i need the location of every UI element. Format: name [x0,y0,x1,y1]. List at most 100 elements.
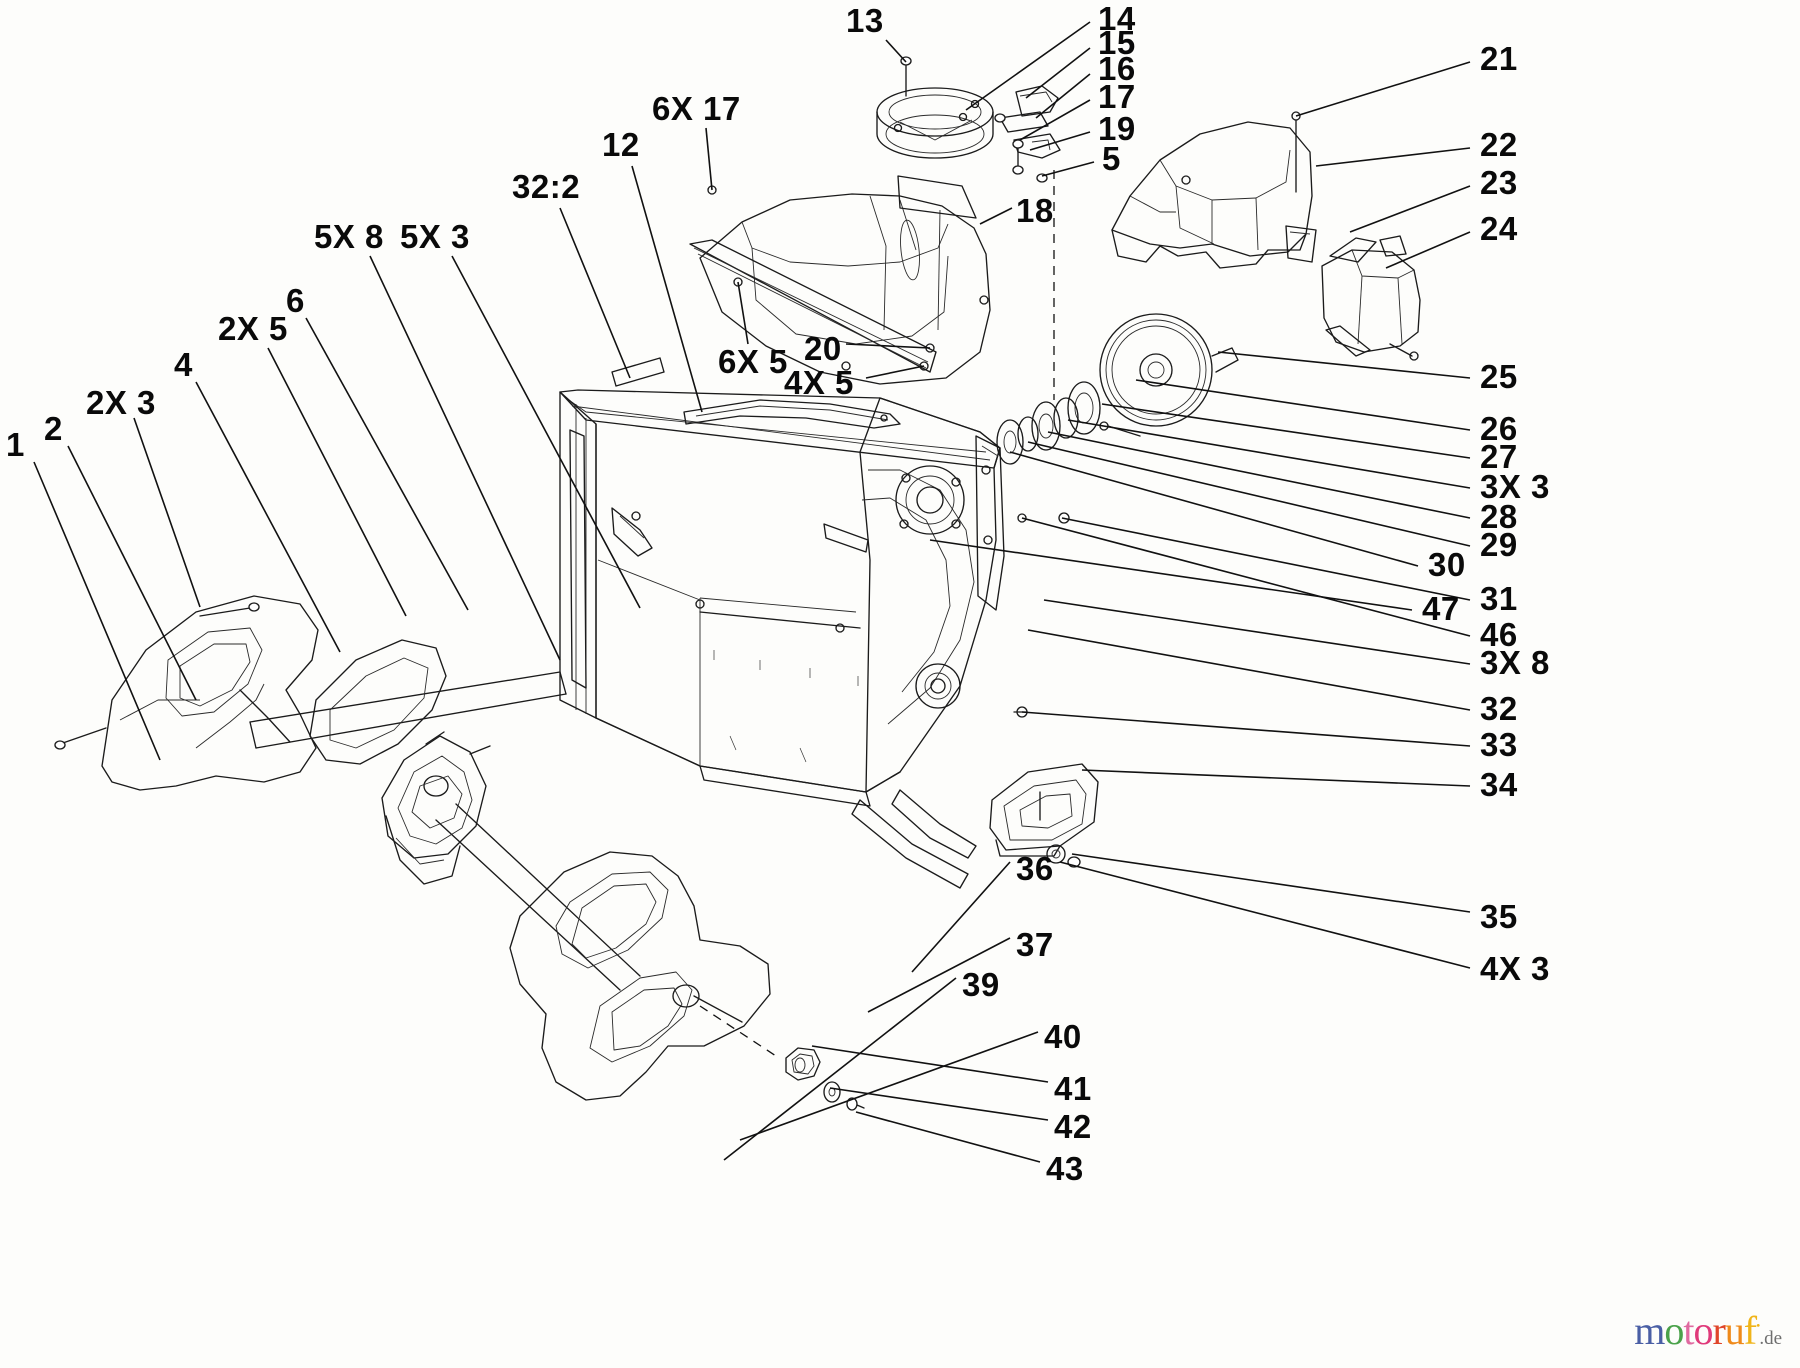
watermark-dot: • [1756,1318,1760,1333]
leader-line [451,255,641,609]
watermark-letter: o [1664,1308,1684,1353]
leader-line [1061,517,1471,601]
callout-label-31: 31 [1480,580,1518,617]
auger-housing-part [559,389,1028,807]
chute-housing-part [689,175,991,385]
watermark-letter: o [1693,1308,1713,1353]
callout-label-28: 28 [1480,498,1518,535]
leader-line [133,417,201,608]
watermark-suffix: .de [1759,1328,1782,1349]
callout-label-13: 13 [846,2,884,39]
pulley-assembly [996,313,1239,524]
callout-label-6x-17: 6X 17 [652,90,741,127]
callout-label-30: 30 [1428,546,1466,583]
leader-line [1295,61,1471,117]
callout-label-35: 35 [1480,898,1518,935]
motoruf-watermark: motoruf•.de [1634,1307,1782,1354]
callout-label-26: 26 [1480,410,1518,447]
leader-line [369,255,561,661]
watermark-letter: t [1683,1308,1694,1353]
leader-line [1027,629,1471,711]
leader-line [845,343,931,349]
leader-line [739,1031,1039,1141]
callout-label-3x-3: 3X 3 [1480,468,1550,505]
leader-line [885,39,907,63]
leader-line [1315,147,1471,167]
leader-line [867,937,1011,1013]
leader-line [911,861,1011,973]
callout-label-21: 21 [1480,40,1518,77]
leader-line [305,317,469,611]
callout-label-20: 20 [804,330,842,367]
callout-label-22: 22 [1480,126,1518,163]
leader-line [705,127,713,191]
leader-line [929,539,1413,611]
callout-label-34: 34 [1480,766,1518,803]
callout-label-1: 1 [6,426,25,463]
callout-label-39: 39 [962,966,1000,1003]
callout-label-12: 12 [602,126,640,163]
callout-label-27: 27 [1480,438,1518,475]
callout-label-32-2: 32:2 [512,168,581,205]
watermark-letter: f [1743,1308,1757,1353]
leader-line [1217,351,1471,379]
callout-label-46: 46 [1480,616,1518,653]
callout-label-23: 23 [1480,164,1518,201]
callout-label-4x-3: 4X 3 [1480,950,1550,987]
belt-cover-part [1321,235,1421,361]
callout-label-5x-3: 5X 3 [400,218,470,255]
leader-line [195,381,341,653]
callout-label-14: 14 [1098,0,1136,37]
auger-gearcase [381,731,491,885]
housing-brace-part [611,357,901,429]
callout-label-25: 25 [1480,358,1518,395]
callout-label-33: 33 [1480,726,1518,763]
callout-label-47: 47 [1422,590,1460,627]
leader-line [1021,517,1471,637]
callout-label-17: 17 [1098,78,1136,115]
callout-label-19: 19 [1098,110,1136,147]
callout-label-40: 40 [1044,1018,1082,1055]
auger-assembly [54,595,865,1111]
leader-line [829,1087,1049,1121]
leader-line [1009,451,1419,567]
callout-label-5x-8: 5X 8 [314,218,384,255]
leader-line [1081,769,1471,787]
leader-line [1021,711,1471,747]
callout-label-24: 24 [1480,210,1518,247]
callout-label-2: 2 [44,410,63,447]
leader-line [67,445,197,701]
skid-shoe-part [851,763,1099,889]
leader-line [1349,185,1471,233]
leader-line [33,461,161,761]
leader-line [965,21,1091,111]
leader-line [1047,431,1471,519]
leader-line [855,1111,1041,1163]
watermark-letter: m [1634,1308,1665,1353]
callout-label-41: 41 [1054,1070,1092,1107]
leader-line [1029,131,1091,151]
leader-line [1035,73,1091,119]
leader-line [979,207,1013,225]
leader-line [1043,599,1471,665]
leader-line [1101,403,1471,459]
leader-line [267,347,407,617]
callout-label-36: 36 [1016,850,1054,887]
callout-label-37: 37 [1016,926,1054,963]
callout-label-4: 4 [174,346,193,383]
leader-line [811,1045,1049,1083]
callout-label-3x-8: 3X 8 [1480,644,1550,681]
leader-line [631,165,703,413]
chute-bracket-cluster [994,85,1061,400]
callout-label-18: 18 [1016,192,1054,229]
leader-line [737,281,749,345]
leader-line [1059,861,1471,969]
leader-line [1027,441,1471,547]
watermark-letter: r [1712,1308,1725,1353]
leader-line [559,207,631,379]
callout-label-15: 15 [1098,24,1136,61]
leader-line [1025,47,1091,99]
watermark-letter: u [1724,1308,1745,1353]
